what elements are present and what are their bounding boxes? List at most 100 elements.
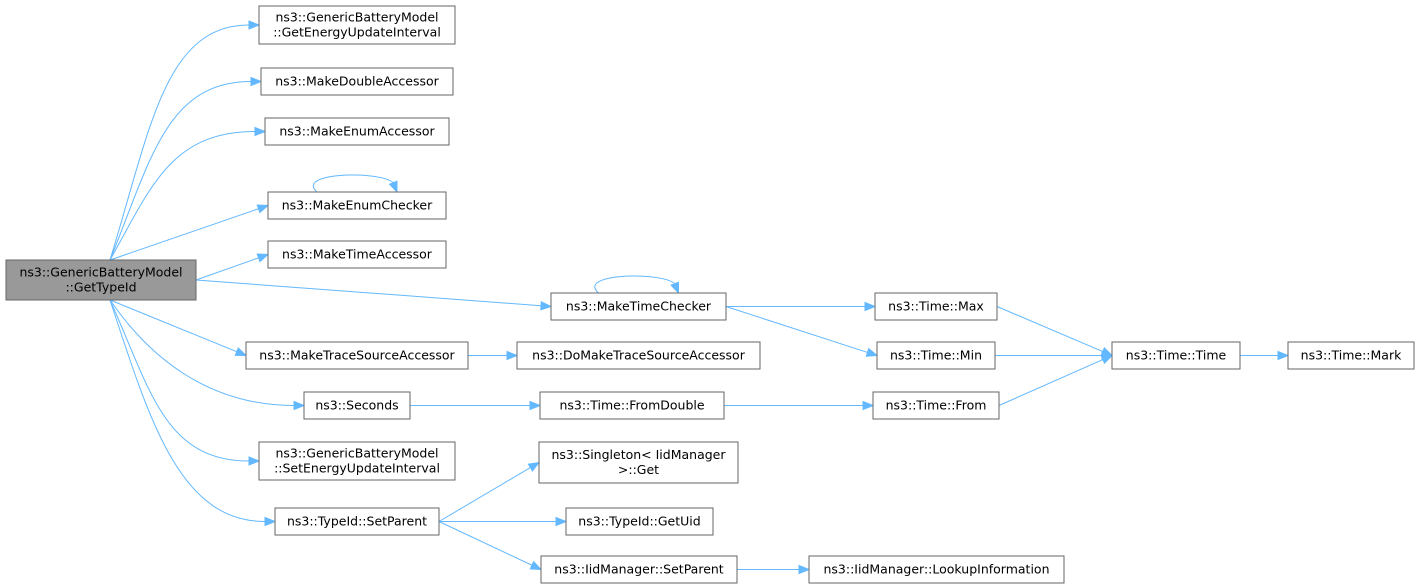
edge-n0-n6 <box>195 279 553 311</box>
edge-n0-n7-arrowhead <box>234 347 248 357</box>
node-ns3-maketimechecker-box <box>550 292 727 321</box>
node-ns3-time-mark[interactable]: ns3::Time::Mark <box>1287 341 1415 370</box>
node-ns3-genericbatterymodel-gettypeid[interactable]: ns3::GenericBatteryModel::GetTypeId <box>5 259 197 301</box>
edge-n6-n6-line <box>594 275 678 294</box>
edge-n8-n14-arrowhead <box>529 400 542 411</box>
node-ns3-typeid-setparent-label-1: ns3::TypeId::SetParent <box>287 514 427 529</box>
node-ns3-typeid-getuid[interactable]: ns3::TypeId::GetUid <box>565 507 714 536</box>
node-ns3-genericbatterymodel-gettypeid-box <box>5 259 197 301</box>
node-ns3-genericbatterymodel-getenergyupdateinterval-label-2: ::GetEnergyUpdateInterval <box>273 25 441 40</box>
edge-n12-n18 <box>995 350 1114 361</box>
node-ns3-genericbatterymodel-gettypeid-label-1: ns3::GenericBatteryModel <box>19 265 182 280</box>
node-ns3-time-fromdouble-box <box>539 391 725 420</box>
edge-n17-n20-arrowhead <box>798 564 811 575</box>
node-ns3-genericbatterymodel-setenergyupdateinterval-box <box>258 441 456 481</box>
node-ns3-domaketracesourceaccessor-label-1: ns3::DoMakeTraceSourceAccessor <box>532 348 746 363</box>
node-ns3-time-fromdouble[interactable]: ns3::Time::FromDouble <box>539 391 725 420</box>
node-ns3-maketracesourceaccessor-label-1: ns3::MakeTraceSourceAccessor <box>259 348 455 363</box>
edge-n0-n4-line <box>109 208 259 261</box>
edge-n4-n4-arrowhead <box>388 180 398 194</box>
edge-n18-n21 <box>1240 350 1290 361</box>
node-ns3-domaketracesourceaccessor-box <box>516 341 761 370</box>
node-ns3-makeenumaccessor[interactable]: ns3::MakeEnumAccessor <box>264 117 450 146</box>
node-ns3-makedoubleaccessor-label-1: ns3::MakeDoubleAccessor <box>275 74 439 89</box>
node-ns3-time-min-label-1: ns3::Time::Min <box>890 348 982 363</box>
node-ns3-time-from[interactable]: ns3::Time::From <box>872 391 1000 420</box>
edge-n0-n3 <box>109 126 267 261</box>
edge-n6-n11 <box>726 301 877 312</box>
edge-n7-n13-arrowhead <box>506 350 519 361</box>
node-ns3-genericbatterymodel-getenergyupdateinterval[interactable]: ns3::GenericBatteryModel::GetEnergyUpdat… <box>258 5 456 45</box>
node-ns3-iidmanager-lookupinformation[interactable]: ns3::IidManager::LookupInformation <box>808 555 1065 584</box>
edge-n6-n6-arrowhead <box>670 281 679 295</box>
node-ns3-maketimechecker[interactable]: ns3::MakeTimeChecker <box>550 292 727 321</box>
node-ns3-singleton-iidmanager-get[interactable]: ns3::Singleton< IidManager >::Get <box>538 441 739 484</box>
edge-n0-n1 <box>109 20 261 261</box>
edge-n0-n8 <box>109 299 306 411</box>
edge-n0-n8-line <box>109 299 295 406</box>
edge-n0-n10-line <box>109 299 266 522</box>
node-ns3-domaketracesourceaccessor[interactable]: ns3::DoMakeTraceSourceAccessor <box>516 341 761 370</box>
edge-n0-n2-line <box>109 81 252 261</box>
node-ns3-time-max[interactable]: ns3::Time::Max <box>874 292 998 321</box>
edge-n10-n17-arrowhead <box>529 560 543 571</box>
edge-n0-n5-arrowhead <box>256 253 270 263</box>
edge-n11-n18-line <box>996 306 1103 353</box>
edge-n8-n14 <box>410 400 542 411</box>
edge-n0-n4-arrowhead <box>256 204 270 214</box>
edge-n6-n12 <box>725 306 879 357</box>
edge-n10-n15 <box>438 461 541 522</box>
edge-n19-n18-arrowhead <box>1100 354 1114 365</box>
node-ns3-singleton-iidmanager-get-label-1: ns3::Singleton< IidManager <box>551 447 726 462</box>
node-ns3-genericbatterymodel-getenergyupdateinterval-box <box>258 5 456 45</box>
edge-n4-n4-line <box>313 174 396 193</box>
node-ns3-makeenumaccessor-label-1: ns3::MakeEnumAccessor <box>279 124 435 139</box>
edge-n0-n1-arrowhead <box>248 20 261 30</box>
node-ns3-typeid-setparent-box <box>274 507 440 536</box>
node-ns3-iidmanager-setparent-label-1: ns3::IidManager::SetParent <box>554 562 724 577</box>
node-ns3-iidmanager-setparent[interactable]: ns3::IidManager::SetParent <box>540 555 738 584</box>
node-ns3-singleton-iidmanager-get-label-2: >::Get <box>618 462 659 477</box>
node-ns3-maketimeaccessor[interactable]: ns3::MakeTimeAccessor <box>267 240 447 269</box>
node-ns3-time-fromdouble-label-1: ns3::Time::FromDouble <box>559 398 704 413</box>
node-ns3-typeid-getuid-label-1: ns3::TypeId::GetUid <box>578 514 700 529</box>
edge-n0-n10-arrowhead <box>264 516 277 527</box>
node-ns3-makeenumchecker-box <box>267 191 447 220</box>
node-ns3-seconds[interactable]: ns3::Seconds <box>303 391 411 420</box>
node-ns3-iidmanager-setparent-box <box>540 555 738 584</box>
edge-n0-n9-arrowhead <box>248 456 261 466</box>
node-ns3-time-time[interactable]: ns3::Time::Time <box>1111 341 1241 370</box>
edge-n0-n2 <box>109 76 263 261</box>
edge-n10-n15-arrowhead <box>527 461 541 472</box>
edge-n6-n12-arrowhead <box>865 347 879 357</box>
node-ns3-makeenumchecker-label-1: ns3::MakeEnumChecker <box>282 198 433 213</box>
node-ns3-genericbatterymodel-setenergyupdateinterval[interactable]: ns3::GenericBatteryModel::SetEnergyUpdat… <box>258 441 456 481</box>
node-ns3-makedoubleaccessor[interactable]: ns3::MakeDoubleAccessor <box>260 67 454 96</box>
edge-n19-n18 <box>998 354 1114 406</box>
node-ns3-time-min-box <box>876 341 996 370</box>
node-ns3-maketimeaccessor-label-1: ns3::MakeTimeAccessor <box>282 247 433 262</box>
edge-n14-n19 <box>724 400 875 411</box>
node-ns3-genericbatterymodel-getenergyupdateinterval-label-1: ns3::GenericBatteryModel <box>275 10 438 25</box>
node-ns3-maketimechecker-label-1: ns3::MakeTimeChecker <box>566 299 712 314</box>
node-ns3-typeid-getuid-box <box>565 507 714 536</box>
edge-n0-n3-arrowhead <box>254 126 267 137</box>
edge-n10-n15-line <box>438 467 531 522</box>
edge-n10-n17-line <box>438 521 533 566</box>
node-ns3-makeenumchecker[interactable]: ns3::MakeEnumChecker <box>267 191 447 220</box>
edge-n0-n6-arrowhead <box>540 300 553 311</box>
node-ns3-iidmanager-lookupinformation-box <box>808 555 1065 584</box>
node-ns3-time-max-box <box>874 292 998 321</box>
node-ns3-iidmanager-lookupinformation-label-1: ns3::IidManager::LookupInformation <box>823 562 1049 577</box>
edge-n14-n19-arrowhead <box>862 400 875 411</box>
node-ns3-time-min[interactable]: ns3::Time::Min <box>876 341 996 370</box>
node-ns3-maketimeaccessor-box <box>267 240 447 269</box>
edge-n0-n10 <box>109 299 277 527</box>
node-ns3-maketracesourceaccessor[interactable]: ns3::MakeTraceSourceAccessor <box>245 341 469 370</box>
edge-n0-n5-line <box>195 257 259 281</box>
node-ns3-makedoubleaccessor-box <box>260 67 454 96</box>
node-ns3-typeid-setparent[interactable]: ns3::TypeId::SetParent <box>274 507 440 536</box>
node-ns3-singleton-iidmanager-get-box <box>538 441 739 484</box>
node-ns3-time-mark-label-1: ns3::Time::Mark <box>1301 348 1402 363</box>
